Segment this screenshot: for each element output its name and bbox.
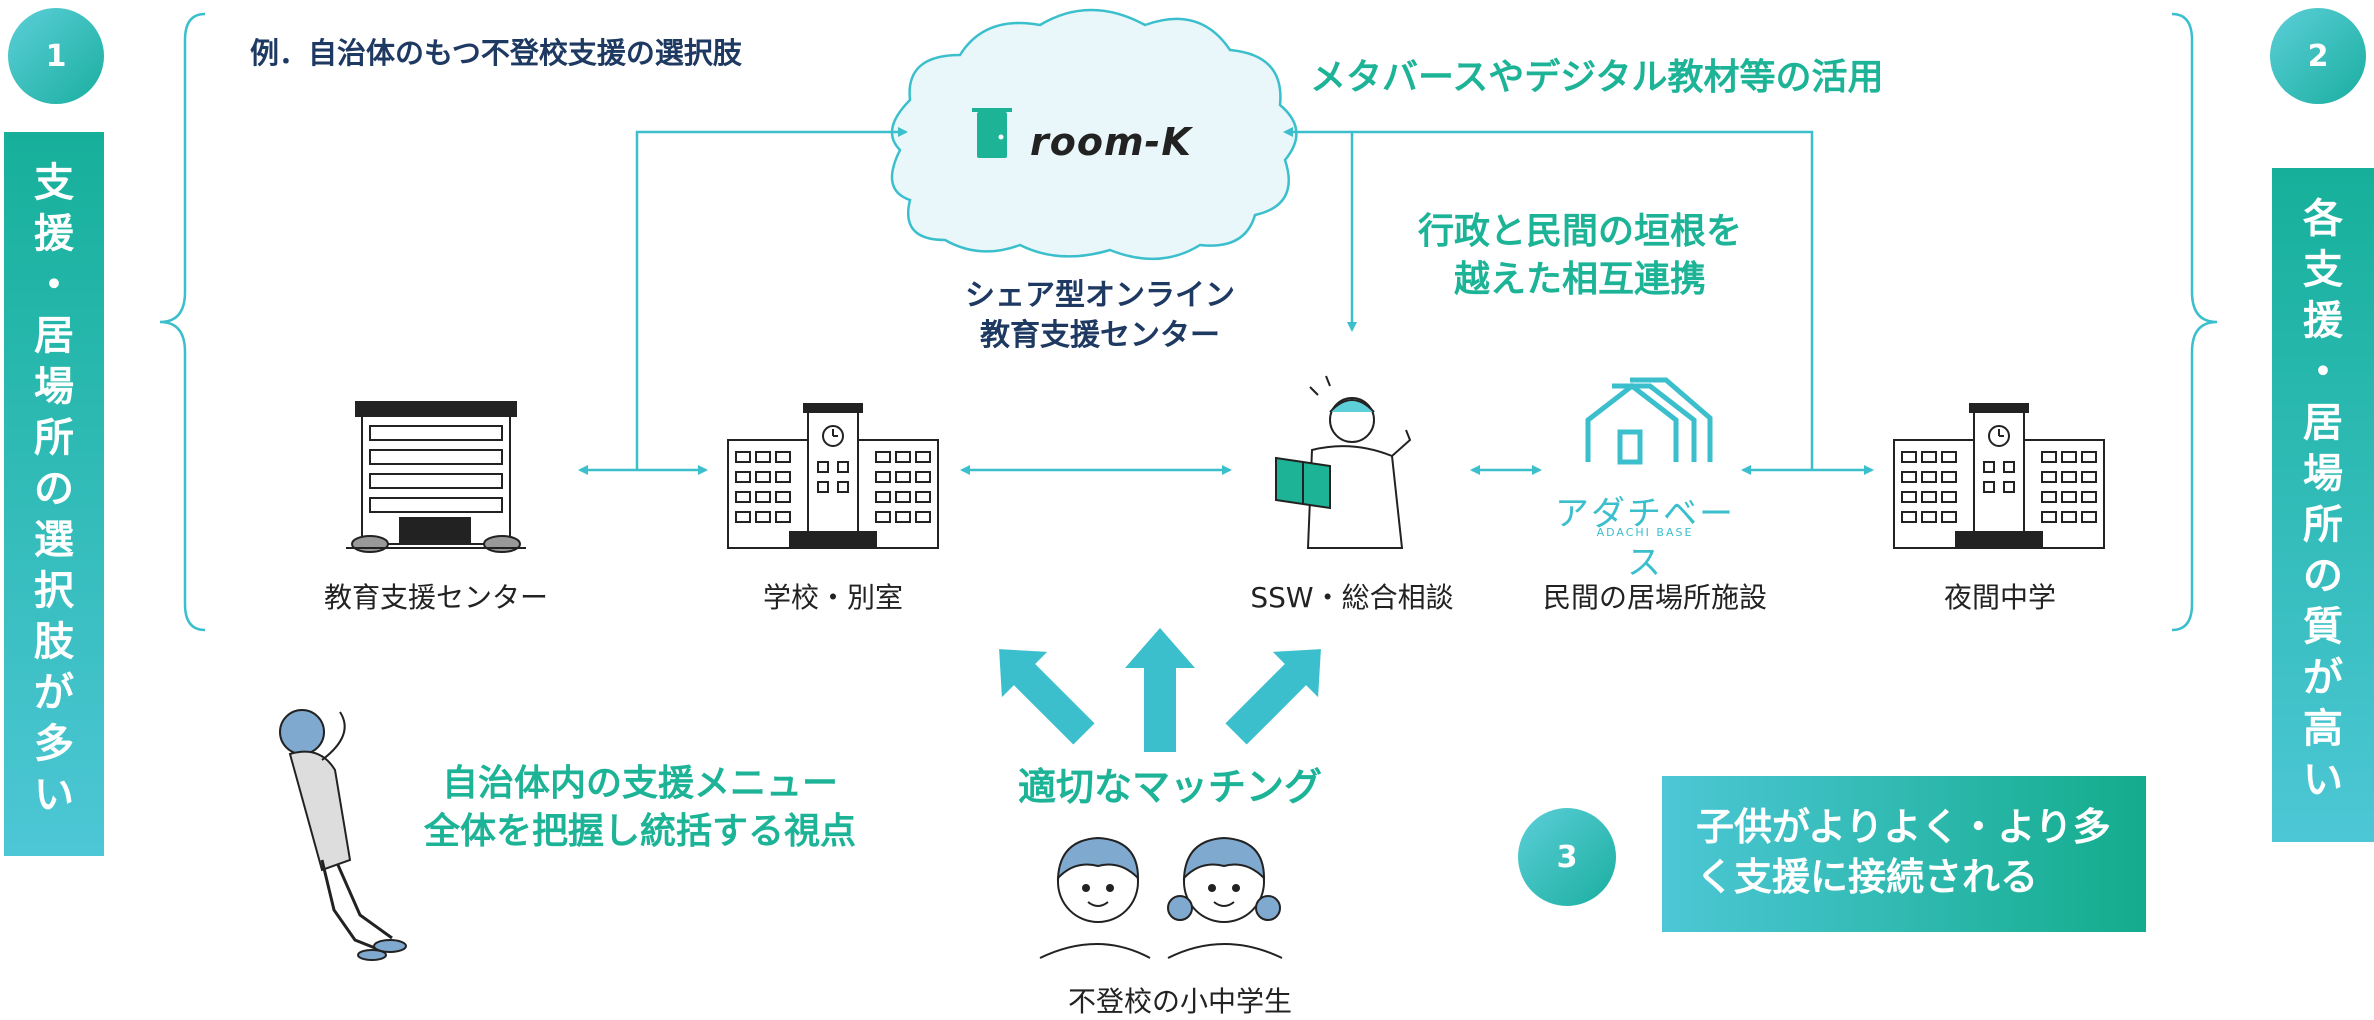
adachi-base-subtitle: ADACHI BASE bbox=[1596, 526, 1694, 539]
step-1-badge: 1 bbox=[8, 8, 104, 104]
school-building-icon bbox=[727, 403, 939, 549]
cloud-caption-line1: シェア型オンライン bbox=[965, 278, 1235, 313]
left-banner-char: 支 bbox=[34, 160, 74, 206]
children-icon bbox=[1039, 836, 1283, 959]
facility-label-school: 学校・別室 bbox=[762, 581, 903, 614]
viewpoint-text: 自治体内の支援メニュー 全体を把握し統括する視点 bbox=[390, 760, 890, 856]
facility-label-private-place: 民間の居場所施設 bbox=[1542, 581, 1767, 614]
outcome-line2: く支援に接続される bbox=[1696, 855, 2039, 899]
adachi-base-title: アダチベース bbox=[1555, 494, 1735, 583]
left-banner-char: 多 bbox=[34, 721, 74, 767]
left-banner-char: 援 bbox=[34, 211, 74, 257]
right-banner-char: 高 bbox=[2303, 706, 2343, 752]
right-banner-char: い bbox=[2303, 757, 2343, 803]
right-banner-char: が bbox=[2303, 655, 2343, 701]
metaverse-text: メタバースやデジタル教材等の活用 bbox=[1310, 57, 1884, 98]
cloud-caption-line2: 教育支援センター bbox=[980, 318, 1220, 353]
left-banner-char: 択 bbox=[34, 568, 74, 614]
children-label: 不登校の小中学生 bbox=[1067, 985, 1292, 1018]
house-icon bbox=[1585, 377, 1713, 465]
right-banner-char: 質 bbox=[2303, 604, 2343, 650]
step-3-badge: 3 bbox=[1518, 808, 1616, 906]
right-banner-char: 居 bbox=[2303, 400, 2343, 446]
left-banner-char: 場 bbox=[34, 364, 74, 410]
left-banner-char: 肢 bbox=[34, 619, 74, 665]
night-school-building-icon bbox=[1893, 403, 2105, 549]
left-bracket bbox=[159, 12, 206, 632]
collaboration-line1: 行政と民間の垣根を bbox=[1417, 211, 1742, 252]
right-banner-char: の bbox=[2303, 553, 2343, 599]
left-banner-char: 居 bbox=[34, 313, 74, 359]
collaboration-text: 行政と民間の垣根を 越えた相互連携 bbox=[1380, 208, 1780, 304]
left-vertical-banner: 支援・居場所の選択肢が多い bbox=[4, 132, 104, 856]
example-title: 例．自治体のもつ不登校支援の選択肢 bbox=[250, 36, 742, 70]
right-bracket bbox=[2171, 12, 2218, 632]
right-banner-char: 支 bbox=[2303, 247, 2343, 293]
left-banner-char: 選 bbox=[34, 517, 74, 563]
outcome-line1: 子供がよりよく・より多 bbox=[1696, 805, 2111, 849]
right-vertical-banner: 各支援・居場所の質が高い bbox=[2272, 168, 2374, 842]
facility-label-education-center: 教育支援センター bbox=[323, 581, 548, 614]
matching-arrows-icon bbox=[999, 628, 1321, 752]
facility-label-night-school: 夜間中学 bbox=[1943, 581, 2056, 614]
room-k-logo-text: room-K bbox=[1030, 120, 1192, 164]
facility-label-ssw: SSW・総合相談 bbox=[1250, 581, 1454, 614]
viewpoint-line2: 全体を把握し統括する視点 bbox=[423, 811, 856, 852]
viewpoint-line1: 自治体内の支援メニュー bbox=[441, 763, 838, 804]
right-banner-char: 場 bbox=[2303, 451, 2343, 497]
left-banner-char: 所 bbox=[34, 415, 74, 461]
left-banner-char: い bbox=[34, 772, 74, 818]
collaboration-line2: 越えた相互連携 bbox=[1453, 259, 1706, 300]
door-icon bbox=[972, 108, 1012, 158]
matching-text: 適切なマッチング bbox=[1017, 765, 1322, 809]
outcome-box: 子供がよりよく・より多 く支援に接続される bbox=[1662, 776, 2146, 932]
step-2-badge: 2 bbox=[2270, 8, 2366, 104]
right-banner-char: 援 bbox=[2303, 298, 2343, 344]
education-center-building-icon bbox=[346, 401, 526, 553]
thinking-person-icon bbox=[279, 709, 407, 961]
left-banner-char: ・ bbox=[34, 262, 74, 308]
cloud-caption: シェア型オンライン 教育支援センター bbox=[900, 276, 1300, 356]
left-banner-char: が bbox=[34, 670, 74, 716]
right-banner-char: 各 bbox=[2303, 196, 2343, 242]
cloud-shape bbox=[890, 8, 1298, 261]
right-banner-char: ・ bbox=[2303, 349, 2343, 395]
counselor-person-icon bbox=[1275, 375, 1412, 549]
left-banner-char: の bbox=[34, 466, 74, 512]
right-banner-char: 所 bbox=[2303, 502, 2343, 548]
